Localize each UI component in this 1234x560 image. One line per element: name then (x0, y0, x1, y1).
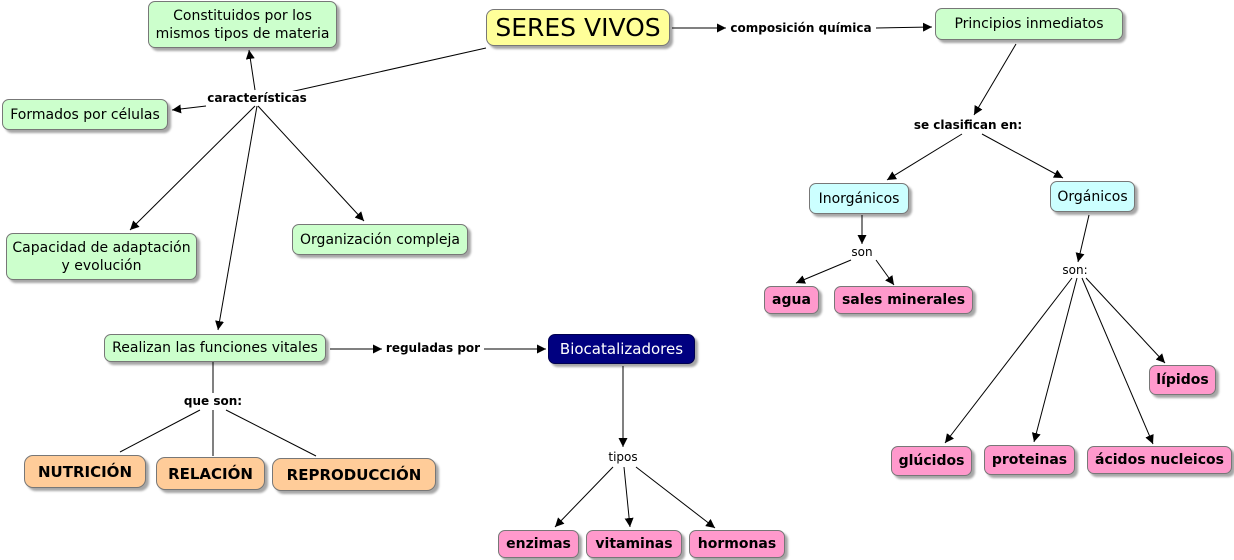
concept-proteinas[interactable]: proteinas (984, 445, 1075, 475)
concept-reproduccion[interactable]: REPRODUCCIÓN (272, 458, 436, 491)
connector (795, 259, 852, 284)
link-label-tipos: tipos (606, 450, 640, 464)
link-label-son-inorganicos: son (849, 245, 875, 259)
concept-relacion[interactable]: RELACIÓN (156, 457, 265, 490)
connector (215, 105, 258, 331)
connector (635, 466, 716, 529)
concept-adaptacion[interactable]: Capacidad de adaptación y evolución (6, 233, 197, 280)
concept-enzimas[interactable]: enzimas (498, 530, 579, 558)
connector (129, 105, 256, 231)
connector (886, 133, 963, 181)
concept-lipidos[interactable]: lípidos (1149, 365, 1216, 395)
concept-glucidos[interactable]: glúcidos (891, 446, 972, 476)
connector (1031, 277, 1078, 443)
concept-nutricion[interactable]: NUTRICIÓN (24, 455, 146, 488)
connector (554, 466, 614, 528)
concept-constituidos[interactable]: Constituidos por los mismos tipos de mat… (148, 1, 337, 48)
concept-inorganicos[interactable]: Inorgánicos (809, 183, 909, 214)
concept-organizacion-compleja[interactable]: Organización compleja (292, 224, 468, 255)
concept-biocatalizadores[interactable]: Biocatalizadores (548, 334, 695, 364)
concept-seres-vivos[interactable]: SERES VIVOS (486, 9, 670, 46)
concept-funciones-vitales[interactable]: Realizan las funciones vitales (104, 334, 326, 362)
link-label-composicion-quimica: composición química (728, 21, 874, 35)
connector (257, 105, 365, 222)
link-label-se-clasifican: se clasifican en: (911, 118, 1025, 132)
connector (875, 259, 895, 286)
concept-formados-por-celulas[interactable]: Formados por células (2, 99, 168, 130)
connector (623, 466, 634, 528)
connector (225, 409, 317, 457)
connector (875, 22, 933, 32)
concept-vitaminas[interactable]: vitaminas (586, 530, 682, 558)
concept-principios-inmediatos[interactable]: Principios inmediatos (935, 8, 1123, 40)
connector (944, 277, 1073, 444)
connector (1081, 277, 1154, 445)
concept-acidos-nucleicos[interactable]: ácidos nucleicos (1087, 446, 1232, 474)
link-label-reguladas-por: reguladas por (383, 341, 483, 355)
connector (119, 409, 201, 453)
connector (289, 47, 487, 93)
link-label-que-son: que son: (181, 394, 245, 408)
connector (171, 104, 207, 114)
concept-organicos[interactable]: Orgánicos (1050, 181, 1135, 212)
link-label-son-organicos: son: (1060, 263, 1090, 277)
concept-sales-minerales[interactable]: sales minerales (834, 286, 973, 314)
connector (973, 43, 1017, 116)
connector (981, 133, 1064, 179)
connector (1085, 277, 1166, 364)
link-label-caracteristicas: características (205, 91, 309, 105)
connector (1075, 214, 1090, 263)
concept-hormonas[interactable]: hormonas (689, 530, 785, 558)
concept-agua[interactable]: agua (764, 286, 819, 314)
connector (245, 49, 256, 91)
